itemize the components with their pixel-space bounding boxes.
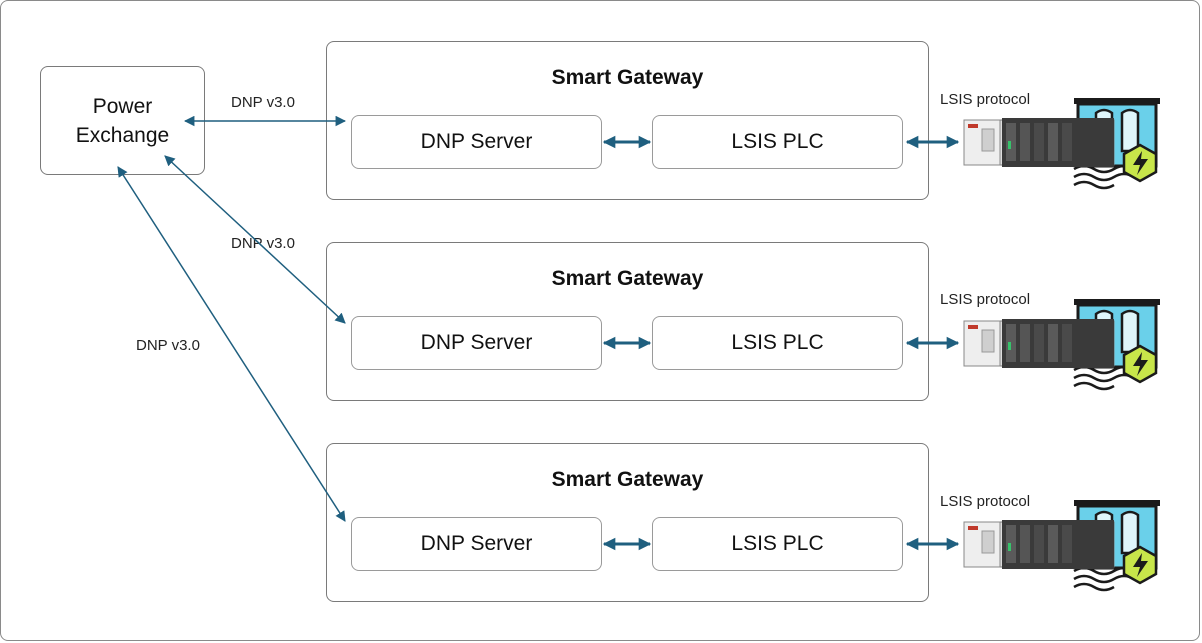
lsis-plc-node: LSIS PLC — [652, 115, 903, 169]
hydro-power-plant-icon — [963, 98, 1160, 190]
smart-gateway-1: Smart Gateway DNP Server LSIS PLC — [326, 41, 929, 200]
dnp-server-node: DNP Server — [351, 316, 602, 370]
gateway-title: Smart Gateway — [551, 66, 704, 89]
protocol-label-1: LSIS protocol — [940, 91, 1031, 108]
gateway-title: Smart Gateway — [551, 468, 704, 491]
dnp-server-node: DNP Server — [351, 115, 602, 169]
power-exchange-label-line1: Power — [92, 94, 153, 118]
power-exchange-node: Power Exchange — [40, 66, 205, 175]
protocol-label-2: LSIS protocol — [940, 291, 1031, 308]
link-label-1: DNP v3.0 — [231, 94, 295, 111]
power-exchange-label-line2: Exchange — [75, 123, 170, 147]
dnp-link-3 — [117, 166, 346, 522]
smart-gateway-3: Smart Gateway DNP Server LSIS PLC — [326, 443, 929, 602]
lsis-plc-node: LSIS PLC — [652, 316, 903, 370]
lsis-plc-node: LSIS PLC — [652, 517, 903, 571]
dnp-link-2 — [164, 155, 346, 324]
gateway-title: Smart Gateway — [551, 267, 704, 290]
smart-gateway-2: Smart Gateway DNP Server LSIS PLC — [326, 242, 929, 401]
hydro-power-plant-icon — [963, 299, 1160, 391]
dnp-server-node: DNP Server — [351, 517, 602, 571]
hydro-power-plant-icon — [963, 500, 1160, 592]
protocol-label-3: LSIS protocol — [940, 493, 1031, 510]
